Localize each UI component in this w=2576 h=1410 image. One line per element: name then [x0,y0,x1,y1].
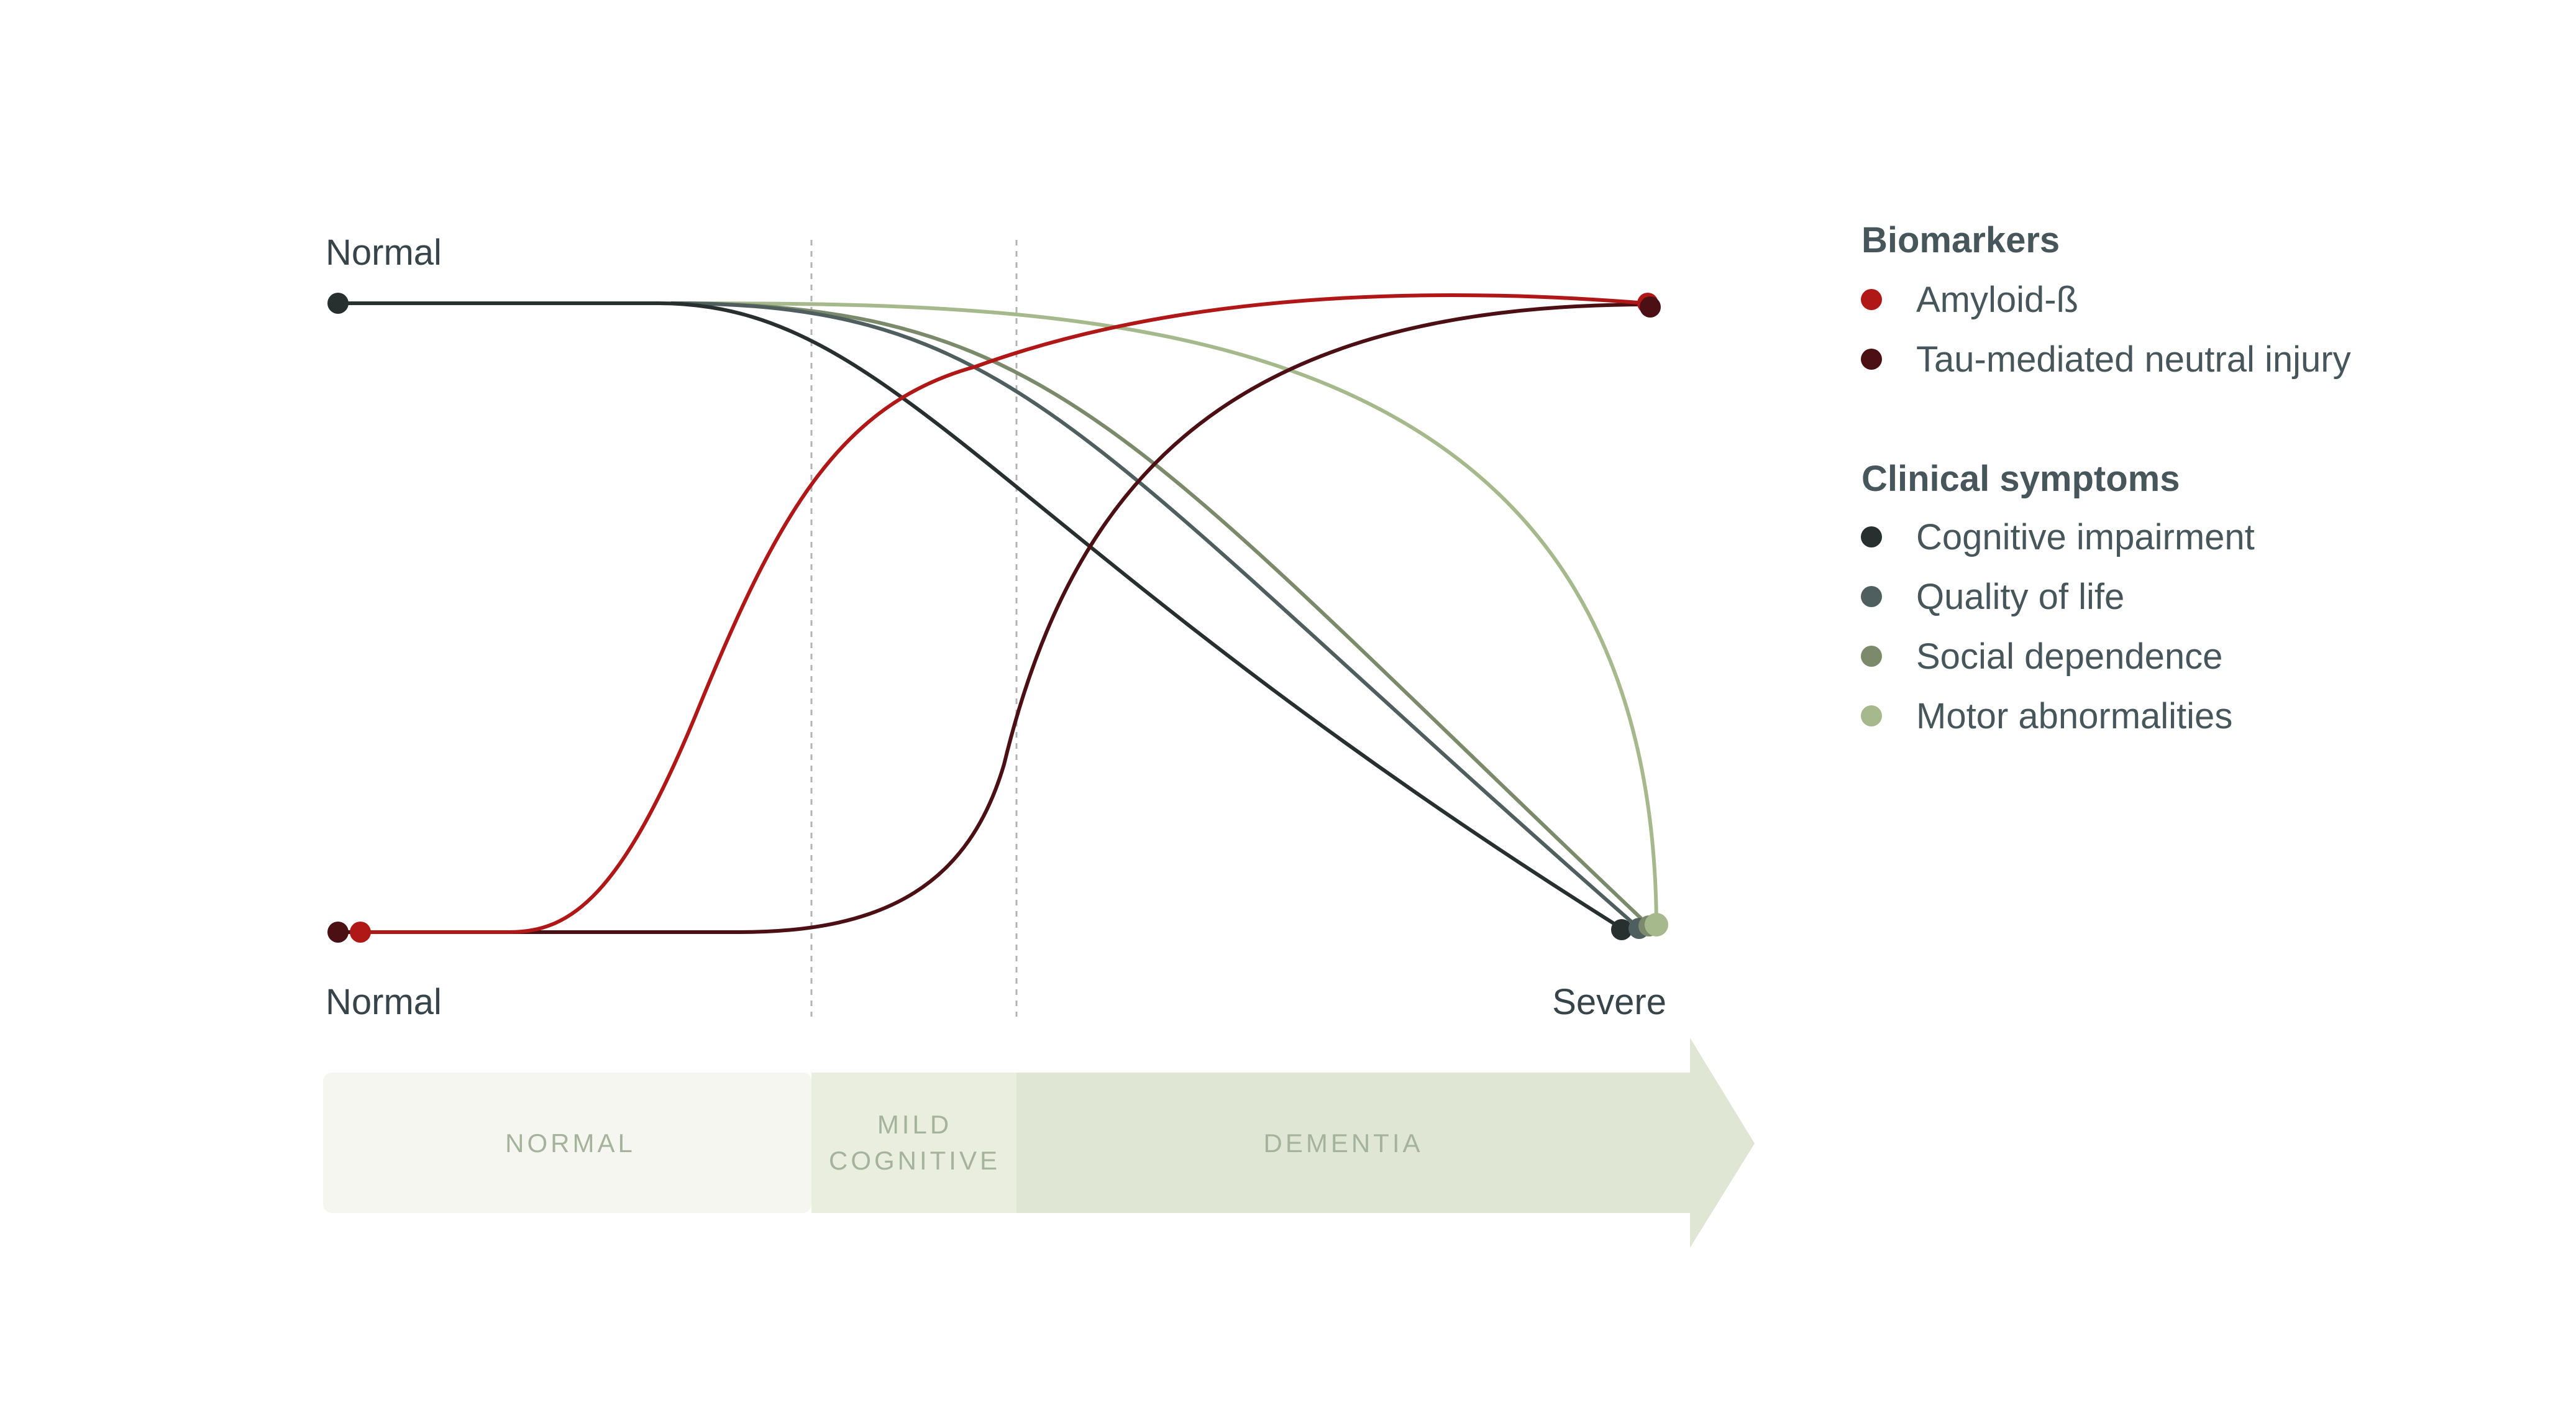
legend-dot-quality [1861,586,1882,607]
legend-dot-tau [1861,349,1882,370]
curve-tau-mediated-injury [338,303,1650,934]
stage-label-dementia: DEMENTIA [1263,1128,1423,1158]
legend-label-amyloid: Amyloid-ß [1916,280,2078,320]
legend-label-quality: Quality of life [1916,577,2124,617]
stage-segment-mild-cognitive [811,1073,1016,1213]
marker-symptoms-start [327,293,349,314]
legend-heading-clinical: Clinical symptoms [1861,459,2180,499]
stage-label-mild-line2: COGNITIVE [829,1146,1000,1175]
legend: Biomarkers Amyloid-ß Tau-mediated neutra… [1861,220,2351,736]
curve-motor-abnormalities [670,301,1658,925]
curve-cognitive-impairment [338,301,1623,930]
curve-social-dependence [670,301,1650,927]
stage-segment-normal [323,1073,811,1213]
legend-heading-biomarkers: Biomarkers [1861,220,2060,260]
legend-label-motor: Motor abnormalities [1916,696,2232,736]
legend-dot-social [1861,646,1882,667]
curve-amyloid-beta [360,293,1647,934]
axis-label-bottom-right: Severe [1552,982,1666,1022]
stage-bar: NORMAL MILD COGNITIVE DEMENTIA [323,1038,1755,1248]
markers [327,293,1668,943]
legend-label-cognitive: Cognitive impairment [1916,517,2255,557]
legend-dot-amyloid [1861,289,1882,310]
legend-dot-cognitive [1861,526,1882,547]
marker-motor-end [1645,913,1668,936]
axis-label-bottom-left: Normal [326,982,442,1022]
legend-label-tau: Tau-mediated neutral injury [1916,339,2351,380]
curve-quality-of-life [670,301,1640,930]
marker-cognitive-end [1611,919,1632,940]
legend-label-social: Social dependence [1916,636,2222,677]
stage-label-mild-line1: MILD [877,1110,952,1139]
marker-tau-start [327,922,349,943]
legend-dot-motor [1861,705,1882,726]
marker-amyloid-start [350,922,371,943]
marker-tau-end [1640,296,1661,318]
curves [338,293,1658,934]
stage-segment-dementia [1016,1038,1755,1248]
stage-label-normal: NORMAL [505,1128,636,1158]
axis-label-top-left: Normal [326,232,442,273]
